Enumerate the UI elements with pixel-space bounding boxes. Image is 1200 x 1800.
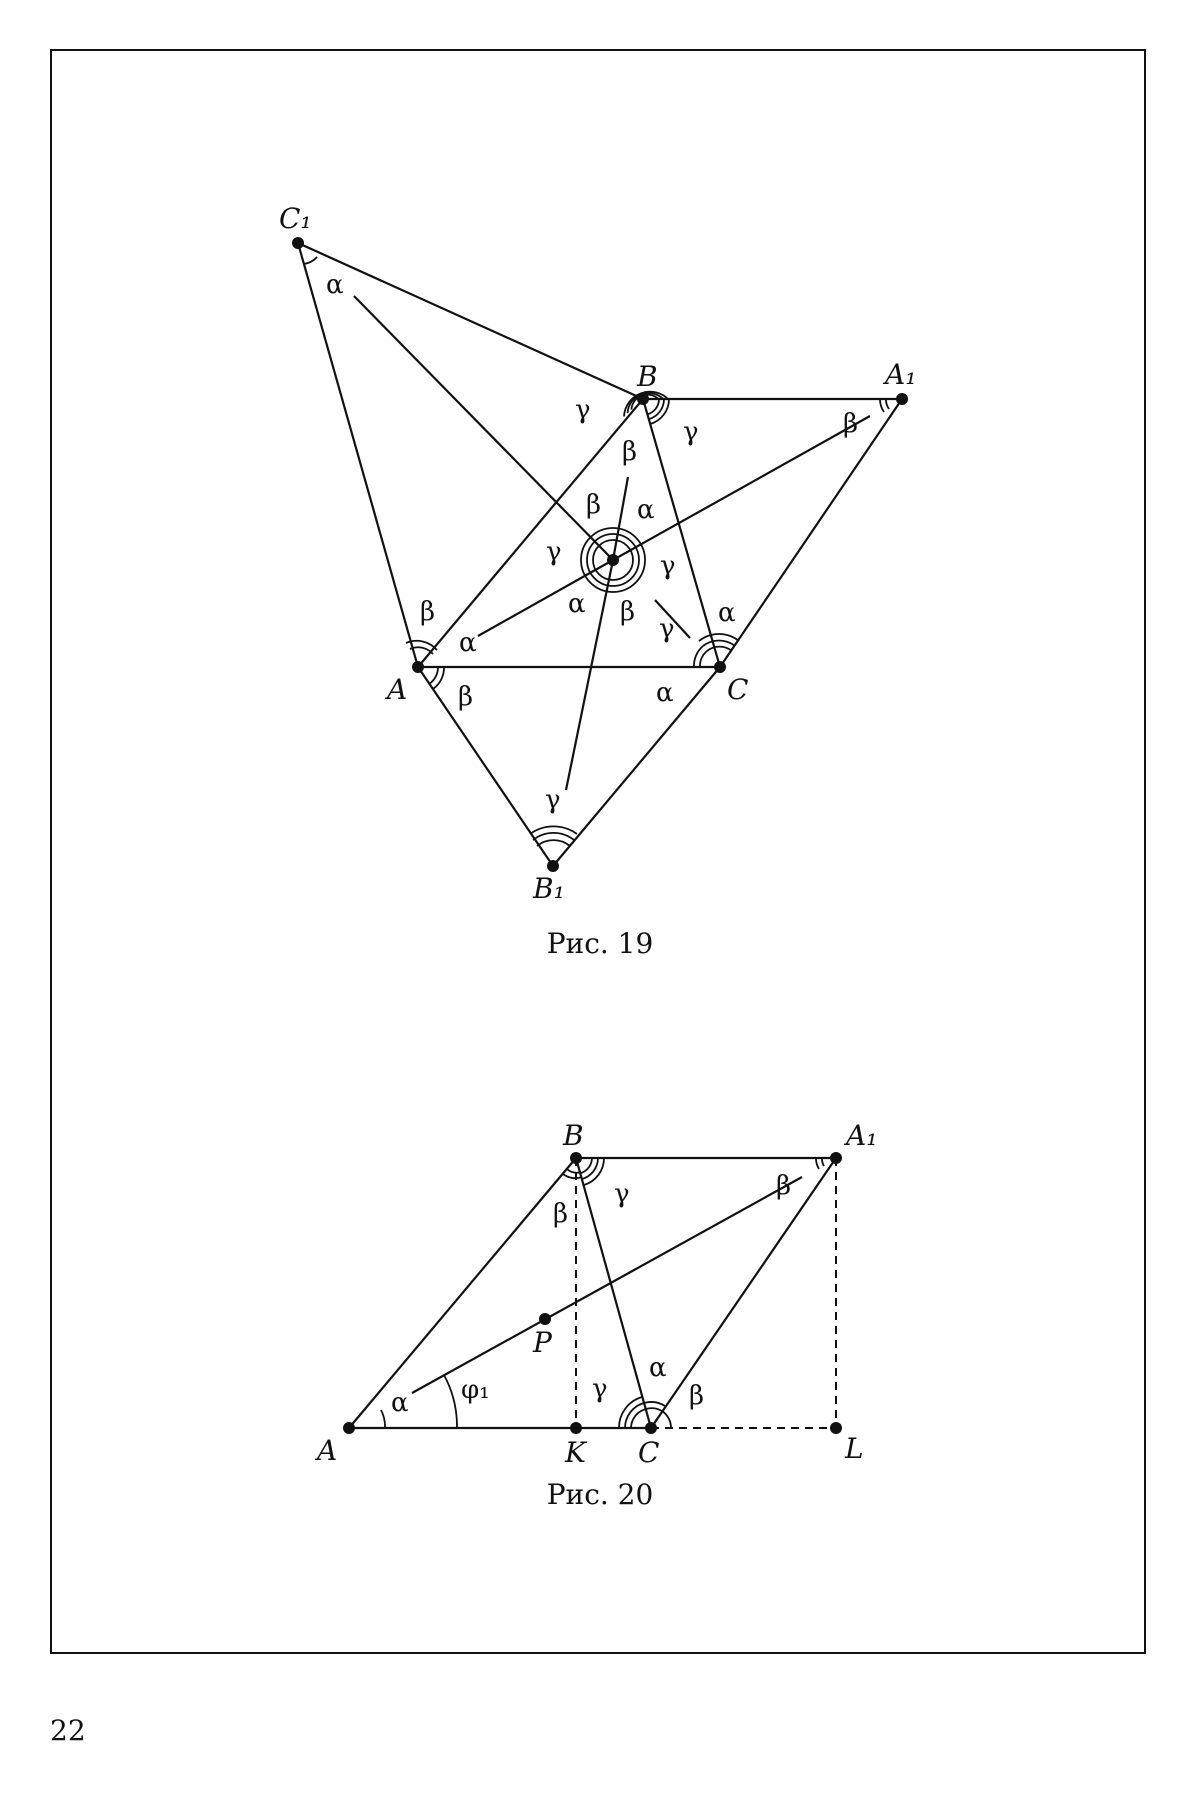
segment-b-c [643,399,720,667]
arc-c1 [304,257,317,264]
vertex-label: K [564,1436,588,1469]
vertex-label: B₁ [532,872,565,905]
point-c [714,661,726,673]
segment-c1-o [354,296,613,560]
segment-a1-c [720,399,902,667]
vertex-label: C [638,1436,659,1469]
point-a [412,661,424,673]
arc-c-6 [662,1411,671,1428]
angle-label: γ [683,417,699,447]
vertex-label: C [727,673,748,706]
angle-label: α [459,628,477,658]
point-a1 [830,1152,842,1164]
angle-label: α [637,495,655,525]
page-number: 22 [50,1714,86,1747]
point-center [607,554,619,566]
point-b1 [547,860,559,872]
arc-a1-1 [880,399,884,412]
arc-a-1 [381,1410,385,1428]
arc-b-4 [582,1158,598,1179]
segment-a1-c [651,1158,836,1428]
angle-label: α [649,1353,667,1383]
angle-label: β [843,409,858,439]
point-a1 [896,393,908,405]
segment-a-b1 [418,667,553,866]
angle-label: α [391,1388,409,1418]
arc-c-4 [703,640,735,646]
vertex-label: B [636,360,658,393]
point-b [570,1152,582,1164]
figure-20-caption: Рис. 20 [547,1478,654,1511]
angle-label: β [689,1381,704,1411]
angle-label: γ [660,551,676,581]
arc-b-3 [581,1158,592,1173]
vertex-label: B [562,1119,584,1152]
figure-19-caption: Рис. 19 [547,927,654,960]
angle-label: γ [546,537,562,567]
segment-b-o [613,477,628,560]
segment-c1-a [298,243,418,667]
arc-c-3 [707,647,732,651]
angle-label: β [586,490,601,520]
angle-label: α [656,678,674,708]
arc-a1-2 [886,399,889,409]
angle-label: α [568,589,586,619]
vertex-label: A₁ [882,358,916,391]
arc-c-1 [700,651,707,667]
angle-label: γ [575,395,591,425]
vertex-label: P [532,1326,553,1359]
angle-label: α [718,598,736,628]
point-k [570,1422,582,1434]
arc-a1-2 [822,1158,824,1166]
angle-label: γ [614,1179,630,1209]
point-l [830,1422,842,1434]
vertex-label: A₁ [843,1119,877,1152]
arc-a-bottom-1 [429,667,438,684]
arc-c-5 [644,1402,665,1406]
segment-a1-o [613,416,870,560]
angle-label: γ [545,785,561,815]
angle-label: α [326,270,344,300]
vertex-label: L [844,1432,864,1465]
point-p [539,1313,551,1325]
arc-b-right-1 [647,399,659,414]
point-b [637,393,649,405]
arc-c-1 [631,1409,646,1428]
angle-label: β [420,597,435,627]
vertex-label: C₁ [279,202,312,235]
segment-c1-b [298,243,643,399]
arc-b1-2 [533,833,574,840]
vertex-label: A [314,1434,337,1467]
arc-b-2 [563,1174,582,1178]
angle-label: γ [592,1374,608,1404]
arc-c-4 [646,1408,662,1411]
angle-label: φ₁ [461,1375,490,1405]
point-a [343,1422,355,1434]
angle-label: β [620,597,635,627]
point-c1 [292,237,304,249]
angle-label: β [458,682,473,712]
point-c [645,1422,657,1434]
figure-20: B A₁ P A K C L β γ β α φ₁ γ α β Рис. 20 [314,1119,877,1511]
angle-label: β [776,1171,791,1201]
arc-a-2 [444,1375,457,1428]
arc-b1-1 [537,840,570,846]
vertex-label: A [384,673,407,706]
angle-label: γ [659,614,675,644]
figure-19: C₁ B A₁ A C B₁ α γ γ β β β α γ γ α β β γ… [279,202,916,960]
angle-label: β [553,1199,568,1229]
segment-a-b [418,399,643,667]
angle-label: β [622,437,637,467]
arc-a1-1 [816,1158,819,1169]
segment-c-b1 [553,667,720,866]
